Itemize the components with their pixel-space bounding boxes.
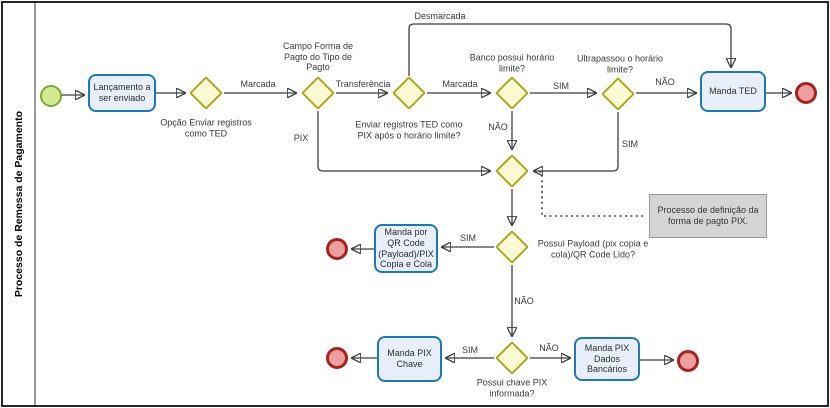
- flow-label-pix: PIX: [292, 133, 310, 143]
- flow-pix: [317, 111, 490, 171]
- diamond-shape: [601, 77, 635, 111]
- flow-label-nao-ultrapassou: NÃO: [654, 77, 676, 87]
- flow-label-transferencia: Transferência: [334, 79, 392, 89]
- gateway-forma-pagto-label: Campo Forma de Pagto do Tipo de Pagto: [282, 41, 354, 73]
- flow-label-sim-banco: SIM: [551, 81, 571, 91]
- task-manda-pix-dados[interactable]: Manda PIX Dados Bancários: [574, 337, 640, 381]
- pool-lane-header[interactable]: Processo de Remessa de Pagamento: [3, 3, 36, 405]
- task-manda-ted[interactable]: Manda TED: [700, 71, 766, 112]
- annotation-processo-pix[interactable]: Processo de definição da forma de pagto …: [649, 194, 767, 238]
- end-event-pix-dados[interactable]: [677, 350, 699, 372]
- diamond-shape: [495, 341, 529, 375]
- diamond-shape: [495, 154, 529, 188]
- diamond-shape: [189, 76, 223, 110]
- flow-label-marcada-horario: Marcada: [441, 79, 479, 89]
- flow-label-sim-ultrapassou: SIM: [620, 139, 640, 149]
- flow-label-nao-payload: NÃO: [513, 296, 535, 306]
- start-event[interactable]: [40, 85, 62, 107]
- end-event-qr[interactable]: [326, 238, 348, 260]
- end-event-ted[interactable]: [795, 82, 817, 104]
- gateway-possui-chave[interactable]: [494, 340, 530, 376]
- gateway-possui-payload-label: Possui Payload (pix copia e cola)/QR Cod…: [537, 238, 649, 259]
- flow-label-nao-banco: NÃO: [487, 122, 509, 132]
- gateway-opcao-enviar-ted[interactable]: [188, 75, 224, 111]
- task-manda-qr-code[interactable]: Manda por QR Code (Payload)/PIX Copia e …: [374, 224, 438, 273]
- diamond-shape: [392, 76, 426, 110]
- diamond-shape: [301, 76, 335, 110]
- gateway-enviar-ted-como-pix-label: Enviar registros TED como PIX após o hor…: [355, 119, 463, 140]
- gateway-possui-chave-label: Possui chave PIX informada?: [476, 377, 548, 398]
- flow-label-sim-payload: SIM: [458, 233, 478, 243]
- gateway-banco-horario[interactable]: [494, 75, 530, 111]
- gateway-banco-horario-label: Banco possui horário limite?: [469, 52, 555, 73]
- flow-label-marcada-ted: Marcada: [239, 79, 277, 89]
- gateway-forma-pagto[interactable]: [300, 75, 336, 111]
- gateway-enviar-ted-como-pix[interactable]: [391, 75, 427, 111]
- flow-desmarcada: [408, 23, 731, 76]
- end-event-pix-chave[interactable]: [326, 347, 348, 369]
- flow-sim-ultrapassou: [534, 112, 619, 171]
- diamond-shape: [495, 230, 529, 264]
- flow-label-sim-chave: SIM: [460, 345, 480, 355]
- gateway-merge-pix[interactable]: [494, 153, 530, 189]
- gateway-ultrapassou-label: Ultrapassou o horário limite?: [576, 53, 664, 74]
- gateway-possui-payload[interactable]: [494, 229, 530, 265]
- diamond-shape: [495, 76, 529, 110]
- flow-label-desmarcada: Desmarcada: [413, 11, 467, 21]
- task-lancamento[interactable]: Lançamento a ser enviado: [88, 74, 156, 112]
- flow-label-nao-chave: NÃO: [538, 343, 560, 353]
- gateway-opcao-enviar-ted-label: Opção Enviar registros como TED: [160, 117, 252, 138]
- annotation-link: [534, 171, 646, 217]
- task-manda-pix-chave[interactable]: Manda PIX Chave: [377, 336, 442, 382]
- gateway-ultrapassou-horario[interactable]: [600, 76, 636, 112]
